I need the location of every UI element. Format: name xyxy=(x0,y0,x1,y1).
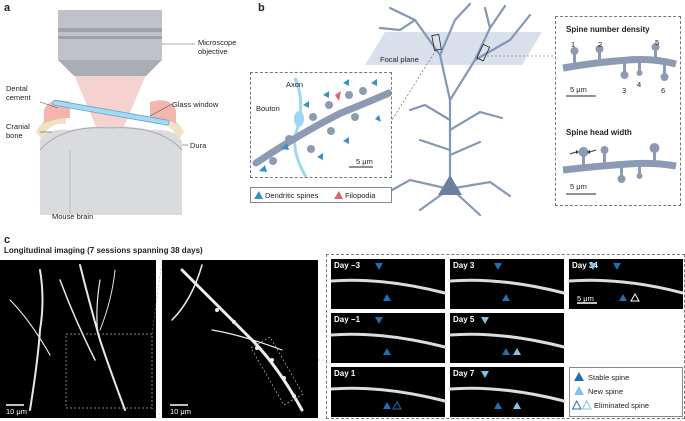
filopodia-marker-icon xyxy=(334,191,343,199)
dendritic-spine-marker-icon xyxy=(254,191,263,199)
panel-b-letter: b xyxy=(258,2,265,14)
density-number-5: 5 xyxy=(655,38,660,47)
label-mouse-brain: Mouse brain xyxy=(52,212,94,221)
eliminated-spine-icon xyxy=(572,400,592,410)
dendrite-inset xyxy=(250,72,392,178)
day-dendrites xyxy=(331,263,683,410)
label-dental-cement: Dental cement xyxy=(6,84,31,102)
legend-stable-spine: Stable spine xyxy=(588,373,630,382)
zoom-scale-label: 10 μm xyxy=(170,407,191,416)
label-cranial-bone: Cranial bone xyxy=(6,122,30,140)
legend-dendritic-spines: Dendritic spines xyxy=(265,191,319,200)
label-bouton: Bouton xyxy=(256,104,280,113)
legend-new-spine: New spine xyxy=(588,387,624,396)
zoom-connectors xyxy=(151,260,330,418)
day-label-4: Day 3 xyxy=(453,261,475,270)
label-dura: Dura xyxy=(190,141,207,150)
neuron-diagram xyxy=(365,2,555,217)
density-number-2: 2 xyxy=(598,40,603,49)
day-label-6: Day 7 xyxy=(453,369,475,378)
day34-scale-label: 5 μm xyxy=(577,294,594,303)
density-number-4: 4 xyxy=(637,80,642,89)
day-label-5: Day 5 xyxy=(453,315,475,324)
day-label-7: Day 34 xyxy=(572,261,598,270)
inset-scale-label: 5 μm xyxy=(356,157,373,166)
dendrite-inset-drawing xyxy=(252,77,391,177)
spine-density-drawing xyxy=(562,43,677,97)
density-number-6: 6 xyxy=(661,86,666,95)
overview-micrograph xyxy=(0,260,156,418)
panel-c-letter: c xyxy=(4,234,11,246)
label-glass-window: Glass window xyxy=(172,100,219,109)
legend-filopodia: Filopodia xyxy=(345,191,376,200)
overview-dendrites xyxy=(6,264,153,411)
cranial-window-schematic xyxy=(36,10,195,215)
day-tile-6: Day 7 xyxy=(450,367,564,417)
day-label-3: Day 1 xyxy=(334,369,356,378)
spine-head-title: Spine head width xyxy=(566,128,632,137)
day-label-1: Day −3 xyxy=(334,261,361,270)
density-number-3: 3 xyxy=(622,86,627,95)
spine-head-drawing xyxy=(562,143,677,195)
legend-eliminated-spine: Eliminated spine xyxy=(594,401,650,410)
zoom-dendrite xyxy=(170,264,304,412)
density-scale-label: 5 μm xyxy=(570,85,587,94)
panel-c-title: Longitudinal imaging (7 sessions spannin… xyxy=(4,246,203,255)
label-axon: Axon xyxy=(286,80,304,89)
stable-spine-icon xyxy=(574,372,584,381)
panel-a-letter: a xyxy=(4,2,11,14)
density-number-1: 1 xyxy=(571,40,576,49)
label-microscope-objective: Microscope objective xyxy=(198,38,237,56)
label-focal-plane: Focal plane xyxy=(380,55,419,64)
day-label-2: Day −1 xyxy=(334,315,361,324)
spine-type-legend xyxy=(250,187,392,203)
spine-measures-box xyxy=(555,16,681,206)
head-scale-label: 5 μm xyxy=(570,182,587,191)
spine-density-title: Spine number density xyxy=(566,25,650,34)
overview-scale-label: 10 μm xyxy=(6,407,27,416)
new-spine-icon xyxy=(574,386,584,395)
